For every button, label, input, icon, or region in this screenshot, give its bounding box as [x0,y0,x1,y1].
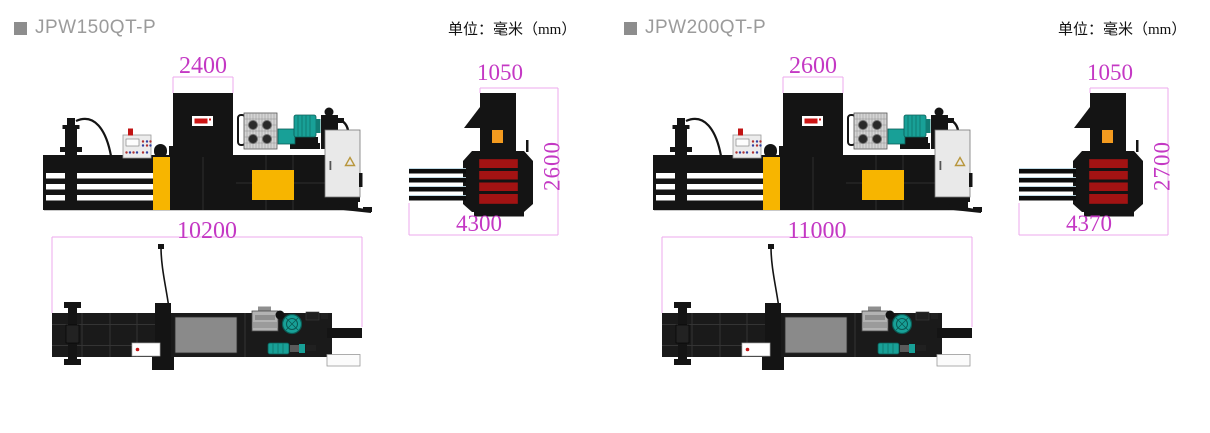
model-name: JPW150QT-P [35,17,157,38]
unit-label: 单位：毫米（mm） [1058,22,1187,38]
dim-overall-height: 2600 [539,141,565,191]
model-title: JPW200QT-P [624,17,766,39]
model-panel-jpw150: JPW150QT-P 单位：毫米（mm） 2400 1050 2600 4300… [14,17,577,433]
unit-label: 单位：毫米（mm） [448,22,577,38]
side-view-drawing [650,55,985,215]
dim-cross-section-length: 4300 [456,211,502,236]
side-view-drawing [40,55,375,215]
dim-overall-length: 10200 [177,218,237,244]
top-view-drawing [40,225,370,385]
top-view-drawing [650,225,980,385]
model-bullet-icon [624,21,637,35]
dim-hopper-top-width: 2400 [179,53,227,79]
model-title: JPW150QT-P [14,17,156,39]
dim-feed-opening-width: 1050 [1087,60,1133,85]
dim-overall-length: 11000 [787,218,847,244]
model-name: JPW200QT-P [645,17,767,38]
dim-hopper-top-width: 2600 [789,53,837,79]
model-panel-jpw200: JPW200QT-P 单位：毫米（mm） 2600 1050 2700 4370… [610,0,1210,433]
dim-overall-height: 2700 [1149,141,1175,191]
dim-cross-section-length: 4370 [1066,211,1112,236]
dim-feed-opening-width: 1050 [477,60,523,85]
model-bullet-icon [14,21,27,35]
